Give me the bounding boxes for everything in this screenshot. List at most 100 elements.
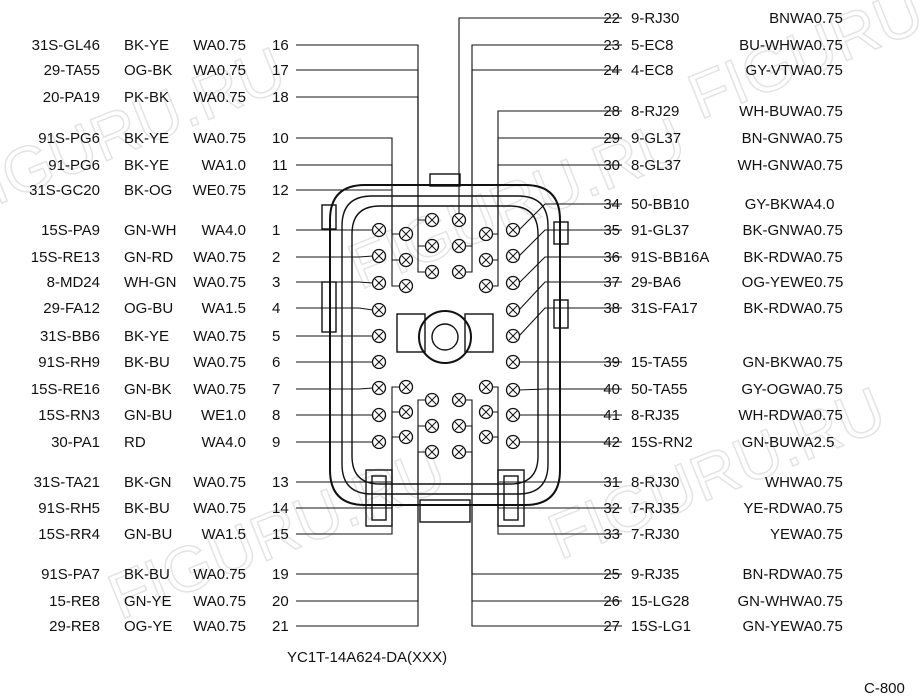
pin-cavity-38 [505,328,521,344]
wire-spec: WA0.75 [790,500,843,517]
wire-lead-37 [518,281,622,311]
pin-cavity-14 [398,404,414,420]
wire-lead-2 [296,255,374,258]
wire-lead-33 [492,436,622,535]
wire-spec: WA0.75 [193,474,246,491]
wire-spec: WA0.75 [193,618,246,635]
circuit-id: 15S-LG1 [631,618,691,635]
circuit-id: 8-RJ35 [631,407,679,424]
wire-spec: WA0.75 [193,328,246,345]
wire-spec: WE0.75 [790,274,843,291]
pin-number: 41 [603,407,620,424]
wire-lead-24 [465,69,622,273]
wire-spec: WA0.75 [193,593,246,610]
wire-lead-40 [518,388,622,391]
pin-cavity-16 [424,212,440,228]
wire-color: YE-RD [743,500,790,517]
circuit-id: 8-RJ30 [631,474,679,491]
pin-cavity-26 [451,418,467,434]
pin-number: 30 [603,157,620,174]
pin-number: 39 [603,354,620,371]
wire-color: GY-BK [745,196,790,213]
wire-spec: WA1.0 [202,157,246,174]
wire-spec: WA0.75 [193,130,246,147]
pin-cavity-2 [371,248,387,264]
wire-spec: WA0.75 [790,618,843,635]
pin-number: 25 [603,566,620,583]
wire-color: GN-BK [124,381,172,398]
wire-lead-7 [296,387,374,390]
wire-spec: WA0.75 [790,130,843,147]
circuit-id: 8-GL37 [631,157,681,174]
wire-spec: WA0.75 [790,222,843,239]
pin-cavity-9 [371,434,387,450]
wire-color: BK-GN [124,474,172,491]
pin-number: 29 [603,130,620,147]
pin-number: 16 [272,37,289,54]
circuit-id: 91S-BB16A [631,249,709,266]
pin-number: 42 [603,434,620,451]
wire-lead-21 [296,451,426,627]
pin-cavity-17 [424,238,440,254]
wire-color: GY-OG [741,381,790,398]
circuit-id: 31S-BB6 [40,328,100,345]
pin-cavity-20 [424,418,440,434]
pin-cavity-33 [478,429,494,445]
pin-cavity-18 [424,264,440,280]
wire-color: BK-BU [124,354,170,371]
pin-number: 13 [272,474,289,491]
wire-color: GN-YE [124,593,172,610]
wire-color: WH-RD [738,407,790,424]
wire-spec: WA0.75 [790,354,843,371]
circuit-id: 20-PA19 [43,89,100,106]
wire-color: GN-YE [742,618,790,635]
wire-spec: WA0.75 [790,300,843,317]
pin-cavity-32 [478,404,494,420]
circuit-id: 15S-PA9 [41,222,100,239]
circuit-id: 7-RJ30 [631,526,679,543]
circuit-id: 29-BA6 [631,274,681,291]
circuit-id: 50-TA55 [631,381,687,398]
wire-color: GN-BK [742,354,790,371]
pin-number: 19 [272,566,289,583]
wire-spec: WA1.5 [202,526,246,543]
circuit-id: 7-RJ35 [631,500,679,517]
pin-number: 22 [603,10,620,27]
pin-number: 27 [603,618,620,635]
pin-cavity-29 [478,252,494,268]
pin-cavity-39 [505,354,521,370]
pin-cavity-28 [478,226,494,242]
part-number: YC1T-14A624-DA(XXX) [287,649,447,666]
circuit-id: 5-EC8 [631,37,674,54]
circuit-id: 9-RJ35 [631,566,679,583]
wire-spec: WA0.75 [790,103,843,120]
pin-number: 26 [603,593,620,610]
wire-spec: WA0.75 [193,381,246,398]
pin-cavity-6 [371,354,387,370]
wire-color: OG-BK [124,62,172,79]
pin-cavity-25 [451,392,467,408]
circuit-id: 29-TA55 [44,62,100,79]
pin-cavity-3 [371,275,387,291]
circuit-id: 4-EC8 [631,62,674,79]
wire-spec: WA1.5 [202,300,246,317]
pin-cavity-40 [505,382,521,398]
wire-lead-36 [518,256,622,284]
circuit-id: 15S-RR4 [38,526,100,543]
wire-color: OG-YE [742,274,790,291]
pin-number: 12 [272,182,289,199]
pin-cavity-30 [478,278,494,294]
wire-color: BK-YE [124,130,169,147]
wire-spec: WA0.75 [790,381,843,398]
wire-color: BK-YE [124,328,169,345]
wire-color: BN [769,10,790,27]
wire-spec: WA0.75 [193,89,246,106]
wire-spec: WA0.75 [193,62,246,79]
pin-cavity-23 [451,238,467,254]
wire-spec: WA0.75 [193,37,246,54]
wire-color: OG-YE [124,618,172,635]
circuit-id: 15-RE8 [49,593,100,610]
wire-lead-3 [296,281,374,284]
pin-number: 1 [272,222,280,239]
